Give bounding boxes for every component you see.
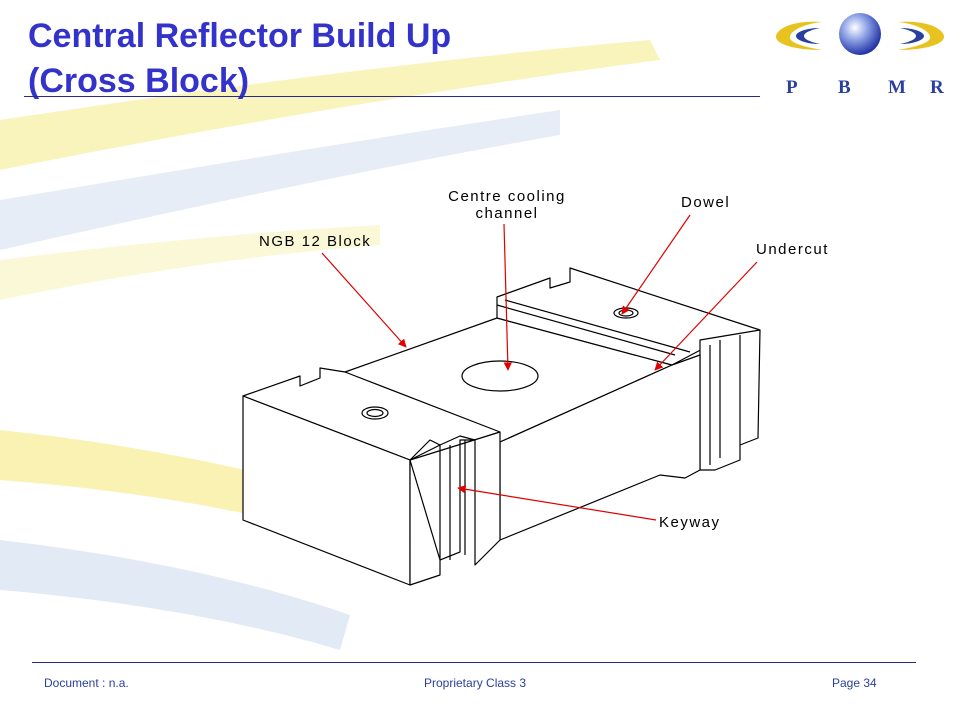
callout-centre-line-1: Centre cooling [448,188,566,205]
front-block-right-face [409,431,501,586]
callout-centre-line-2: channel [475,205,539,222]
logo-letter-p: P [786,77,798,98]
dowel-hole-front [361,406,389,420]
left-swoosh-icon [775,21,822,50]
footer-classification: Proprietary Class 3 [424,676,527,690]
arrow-undercut [654,261,758,371]
arrow-centre-cooling [503,223,512,371]
slide-title-line-2: (Cross Block) [28,62,250,100]
yellow-swoosh-top [0,40,660,170]
callout-ngb-block: NGB 12 Block [259,233,372,250]
logo-letter-b: B [838,77,851,98]
callout-centre-cooling-channel: Centre cooling channel [432,188,582,222]
ridge-groove-line-1 [496,304,676,356]
footer-page-number: Page 34 [832,676,877,690]
callout-dowel: Dowel [681,194,731,211]
blue-swoosh-low [0,540,350,650]
footer-document: Document : n.a. [44,676,129,690]
centre-cooling-channel-hole [461,360,539,392]
back-ridge-right-face [699,329,761,471]
arrow-dowel [621,214,691,315]
yellow-swoosh-mid [0,225,380,300]
footer-divider [32,662,916,663]
left-swoosh-inner-icon [796,28,820,44]
arrow-keyway [457,485,657,521]
title-divider [24,96,760,97]
slide-title-line-1: Central Reflector Build Up [28,17,452,55]
arrow-ngb-block [321,252,407,348]
ridge-groove-line-2 [504,299,691,353]
keyway-line-3 [439,551,461,561]
dowel-hole-front-inner [366,408,384,418]
pbmr-logo: P B M R [770,8,950,98]
right-swoosh-icon [898,21,945,50]
logo-emblem [775,13,945,55]
globe-icon [839,13,881,55]
right-swoosh-inner-icon [900,28,924,44]
logo-letter-r: R [930,77,944,98]
blue-swoosh-top [0,110,560,250]
logo-letter-m: M [888,77,906,98]
callout-keyway: Keyway [659,514,721,531]
callout-undercut: Undercut [756,241,829,258]
